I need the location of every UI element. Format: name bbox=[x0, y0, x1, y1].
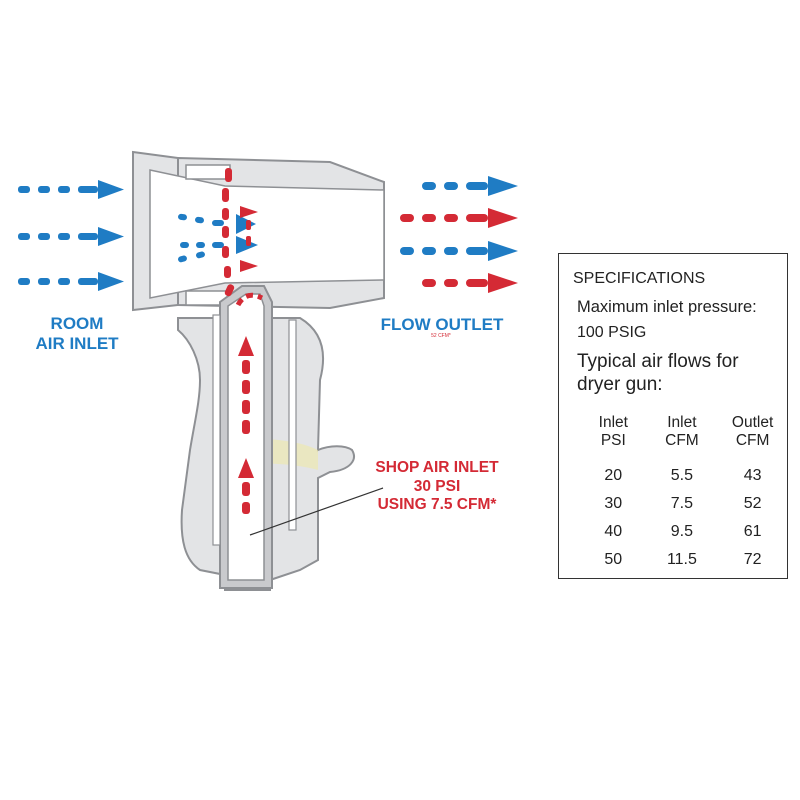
left-channel bbox=[212, 314, 221, 546]
room-inlet-line-1: ROOM bbox=[50, 314, 104, 333]
header-inlet-psi-line-2: PSI bbox=[600, 431, 626, 449]
air-flow-table: Inlet PSI Inlet CFM Outlet CFM 20 bbox=[579, 414, 789, 574]
outlet-arrow-red-1 bbox=[400, 208, 518, 228]
max-inlet-pressure-label: Maximum inlet pressure: bbox=[577, 298, 757, 316]
outlet-arrow-red-2 bbox=[422, 273, 518, 293]
flow-outlet-label: FLOW OUTLET bbox=[380, 315, 504, 334]
outlet-arrow-blue-2 bbox=[400, 241, 518, 261]
header-inlet-cfm-line-1: Inlet bbox=[667, 414, 697, 431]
cell-inlet-psi: 30 bbox=[604, 494, 623, 512]
header-inlet-cfm-line-2: CFM bbox=[665, 431, 699, 449]
header-outlet-cfm-line-2: CFM bbox=[735, 431, 770, 449]
header-outlet-cfm-line-1: Outlet bbox=[731, 414, 774, 431]
specifications-box: SPECIFICATIONS Maximum inlet pressure: 1… bbox=[558, 253, 788, 579]
shop-air-column bbox=[238, 336, 254, 514]
cell-outlet-cfm: 61 bbox=[743, 522, 762, 540]
room-inlet-line-2: AIR INLET bbox=[35, 334, 119, 354]
outlet-arrow-blue-1 bbox=[422, 176, 518, 196]
cell-inlet-psi: 20 bbox=[604, 466, 623, 484]
room-air-inlet-label: ROOM AIR INLET bbox=[12, 314, 142, 355]
right-channel bbox=[288, 319, 297, 531]
cell-inlet-cfm: 9.5 bbox=[670, 522, 694, 540]
header-inlet-cfm: Inlet CFM bbox=[648, 414, 717, 462]
room-air-arrow-2 bbox=[18, 227, 124, 246]
cell-inlet-cfm: 7.5 bbox=[670, 494, 694, 512]
inner-bore bbox=[149, 169, 385, 299]
table-row: 50 11.5 72 bbox=[579, 546, 789, 574]
header-outlet-cfm: Outlet CFM bbox=[716, 414, 789, 462]
flow-outlet-arrows bbox=[400, 176, 518, 293]
shop-inlet-pointer bbox=[249, 487, 384, 536]
cell-inlet-psi: 40 bbox=[604, 522, 623, 540]
cell-inlet-cfm: 5.5 bbox=[670, 466, 694, 484]
cell-outlet-cfm: 52 bbox=[743, 494, 762, 512]
shop-air-arrow-upper bbox=[238, 336, 254, 356]
shop-air-inlet-label: SHOP AIR INLET 30 PSI USING 7.5 CFM* bbox=[362, 459, 512, 515]
cell-inlet-cfm: 11.5 bbox=[666, 550, 697, 568]
cell-outlet-cfm: 43 bbox=[743, 466, 762, 484]
header-inlet-psi-line-1: Inlet bbox=[598, 414, 628, 431]
shop-air-arrow-lower bbox=[238, 458, 254, 478]
table-header-row: Inlet PSI Inlet CFM Outlet CFM bbox=[579, 414, 789, 462]
shop-inlet-line-2: 30 PSI bbox=[413, 477, 461, 495]
flow-outlet-note: 52 CFM* bbox=[431, 333, 451, 339]
shop-inlet-line-1: SHOP AIR INLET bbox=[375, 459, 499, 476]
max-inlet-pressure-value: 100 PSIG bbox=[577, 324, 647, 341]
room-air-arrow-1 bbox=[18, 180, 124, 199]
header-inlet-psi: Inlet PSI bbox=[579, 414, 648, 462]
specs-title: SPECIFICATIONS bbox=[573, 270, 706, 287]
shop-air-jets bbox=[222, 168, 264, 307]
room-air-arrow-3 bbox=[18, 272, 124, 291]
shop-inlet-line-3: USING 7.5 CFM* bbox=[377, 496, 497, 514]
top-slot bbox=[185, 164, 231, 180]
typical-air-flows-label: Typical air flows for dryer gun: bbox=[577, 351, 739, 395]
cell-outlet-cfm: 72 bbox=[743, 550, 762, 568]
table-row: 20 5.5 43 bbox=[579, 462, 789, 490]
table-row: 30 7.5 52 bbox=[579, 490, 789, 518]
room-air-arrows bbox=[18, 180, 124, 291]
table-row: 40 9.5 61 bbox=[579, 518, 789, 546]
cell-inlet-psi: 50 bbox=[604, 550, 623, 568]
